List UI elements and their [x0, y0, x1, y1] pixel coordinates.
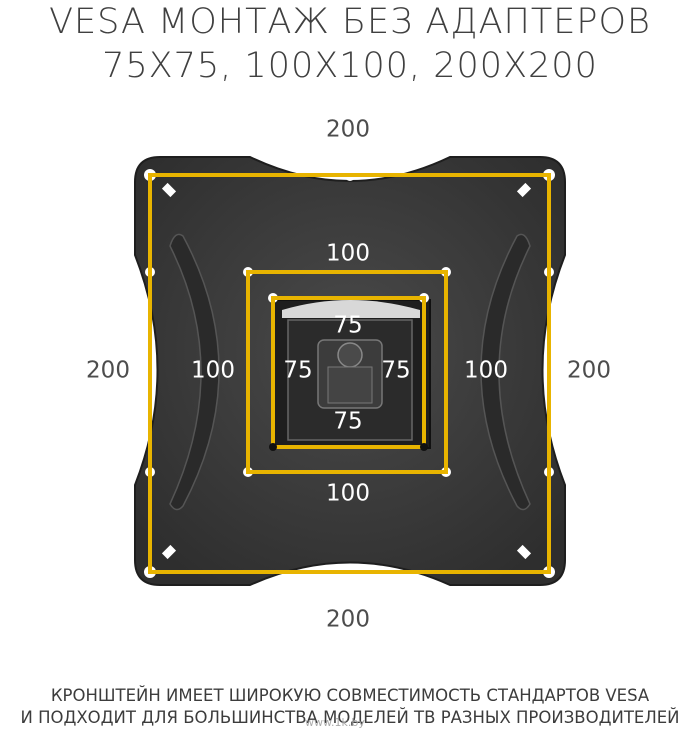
label-left-200: 200: [86, 358, 130, 384]
pivot-knob: [337, 342, 363, 368]
label-top-200: 200: [326, 117, 370, 143]
footer-line-1: КРОНШТЕЙН ИМЕЕТ ШИРОКУЮ СОВМЕСТИМОСТЬ СТ…: [50, 686, 650, 705]
label-right-200: 200: [567, 358, 611, 384]
right-rib: [480, 233, 531, 511]
label-top-100: 100: [326, 241, 370, 267]
center-arm: [327, 366, 373, 404]
title-line-1: VESA МОНТАЖ БЕЗ АДАПТЕРОВ: [49, 2, 651, 42]
label-left-75: 75: [283, 358, 312, 384]
slot-holes: [161, 182, 532, 560]
label-right-100: 100: [464, 358, 508, 384]
label-left-100: 100: [191, 358, 235, 384]
title-line-2: 75X75, 100X100, 200X200: [102, 46, 598, 86]
vesa-100-frame: [246, 270, 448, 474]
label-bottom-75: 75: [333, 409, 362, 435]
center-top-plate: [282, 300, 420, 318]
vesa-75-frame: [271, 296, 426, 449]
label-right-75: 75: [381, 358, 410, 384]
footer-line-2: И ПОДХОДИТ ДЛЯ БОЛЬШИНСТВА МОДЕЛЕЙ ТВ РА…: [20, 708, 680, 727]
left-rib: [169, 233, 220, 511]
label-bottom-200: 200: [326, 607, 370, 633]
watermark: www.1k.by: [305, 716, 365, 729]
vesa-200-frame: [148, 173, 551, 574]
label-top-75: 75: [333, 313, 362, 339]
label-bottom-100: 100: [326, 481, 370, 507]
